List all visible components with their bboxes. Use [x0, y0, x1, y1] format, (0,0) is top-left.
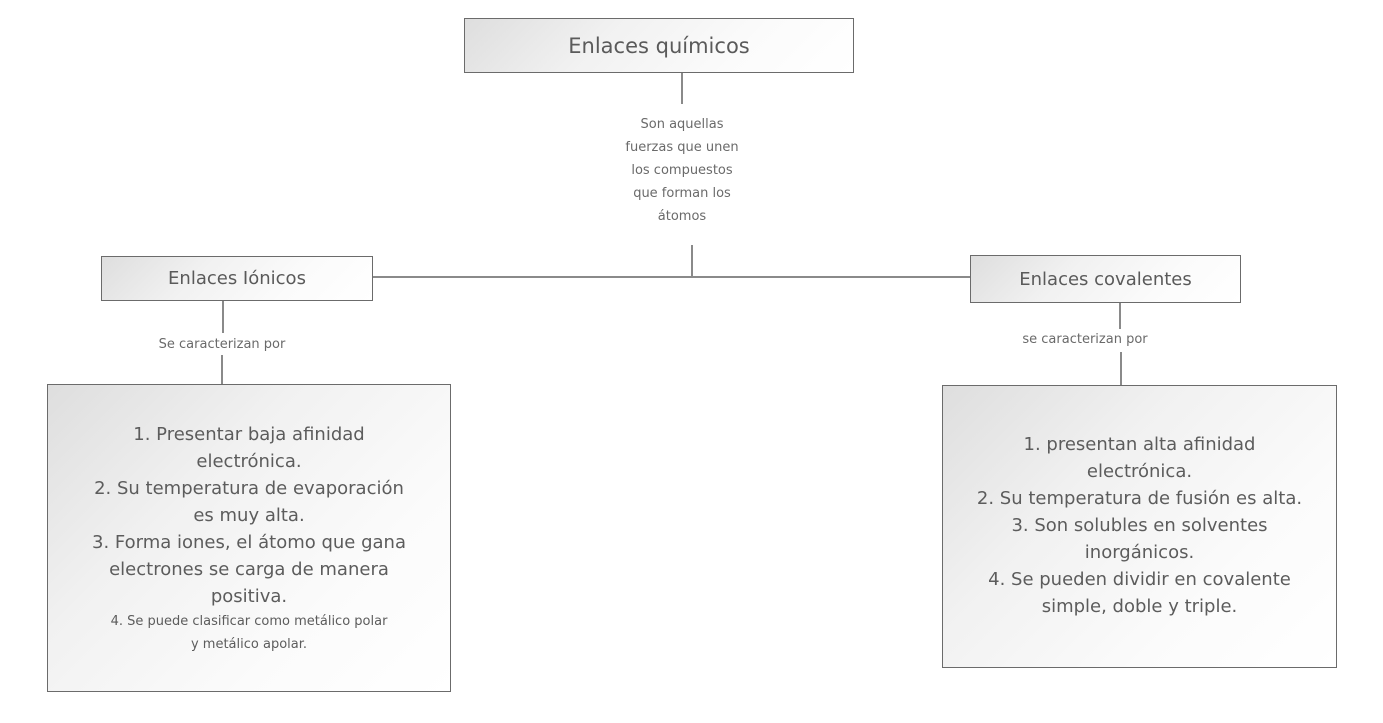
root-link-phrase: Son aquellas fuerzas que unen los compue… [582, 113, 782, 228]
ionic-item-line: 1. Presentar baja afinidad [133, 424, 365, 445]
concept-ionic-label: Enlaces Iónicos [168, 268, 306, 289]
root-concept: Enlaces químicos [464, 18, 854, 73]
ionic-item-line: positiva. [210, 586, 288, 607]
covalent-connector-top [1119, 303, 1121, 329]
root-link-line: que forman los [633, 186, 731, 201]
root-connector-bottom [691, 245, 693, 277]
covalent-item-line: simple, doble y triple. [1041, 596, 1238, 617]
ionic-item-line: 2. Su temperatura de evaporación [94, 478, 404, 499]
ionic-item-line: 4. Se puede clasificar como metálico pol… [110, 614, 388, 629]
ionic-item-line: es muy alta. [193, 505, 305, 526]
root-link-line: átomos [657, 209, 707, 224]
root-link-line: fuerzas que unen [625, 140, 739, 155]
concept-covalent: Enlaces covalentes [970, 255, 1241, 303]
ionic-item-line: 3. Forma iones, el átomo que gana [92, 532, 406, 553]
ionic-item-line: electrones se carga de manera [109, 559, 389, 580]
concept-covalent-label: Enlaces covalentes [1019, 268, 1192, 290]
covalent-items: 1. presentan alta afinidad electrónica. … [943, 431, 1336, 620]
root-concept-label: Enlaces químicos [568, 33, 750, 58]
root-link-line: los compuestos [631, 163, 733, 178]
branch-connector [372, 276, 971, 278]
covalent-item-line: 1. presentan alta afinidad [1023, 434, 1256, 455]
covalent-item-line: 4. Se pueden dividir en covalente [988, 569, 1291, 590]
ionic-link-phrase: Se caracterizan por [158, 337, 286, 352]
covalent-connector-bottom [1120, 352, 1122, 385]
ionic-item-line: y metálico apolar. [190, 637, 308, 652]
covalent-characteristics: 1. presentan alta afinidad electrónica. … [942, 385, 1337, 668]
concept-ionic: Enlaces Iónicos [101, 256, 373, 301]
covalent-item-line: electrónica. [1086, 461, 1193, 482]
covalent-link-phrase: se caracterizan por [1022, 332, 1148, 347]
ionic-item-line: electrónica. [196, 451, 302, 472]
ionic-connector-top [222, 301, 224, 333]
ionic-connector-bottom [221, 355, 223, 385]
covalent-item-line: 3. Son solubles en solventes [1011, 515, 1268, 536]
covalent-item-line: 2. Su temperatura de fusión es alta. [976, 488, 1303, 509]
ionic-items: 1. Presentar baja afinidad electrónica. … [48, 421, 450, 656]
covalent-item-line: inorgánicos. [1084, 542, 1195, 563]
root-connector-top [681, 73, 683, 104]
root-link-line: Son aquellas [640, 117, 724, 132]
ionic-characteristics: 1. Presentar baja afinidad electrónica. … [47, 384, 451, 692]
